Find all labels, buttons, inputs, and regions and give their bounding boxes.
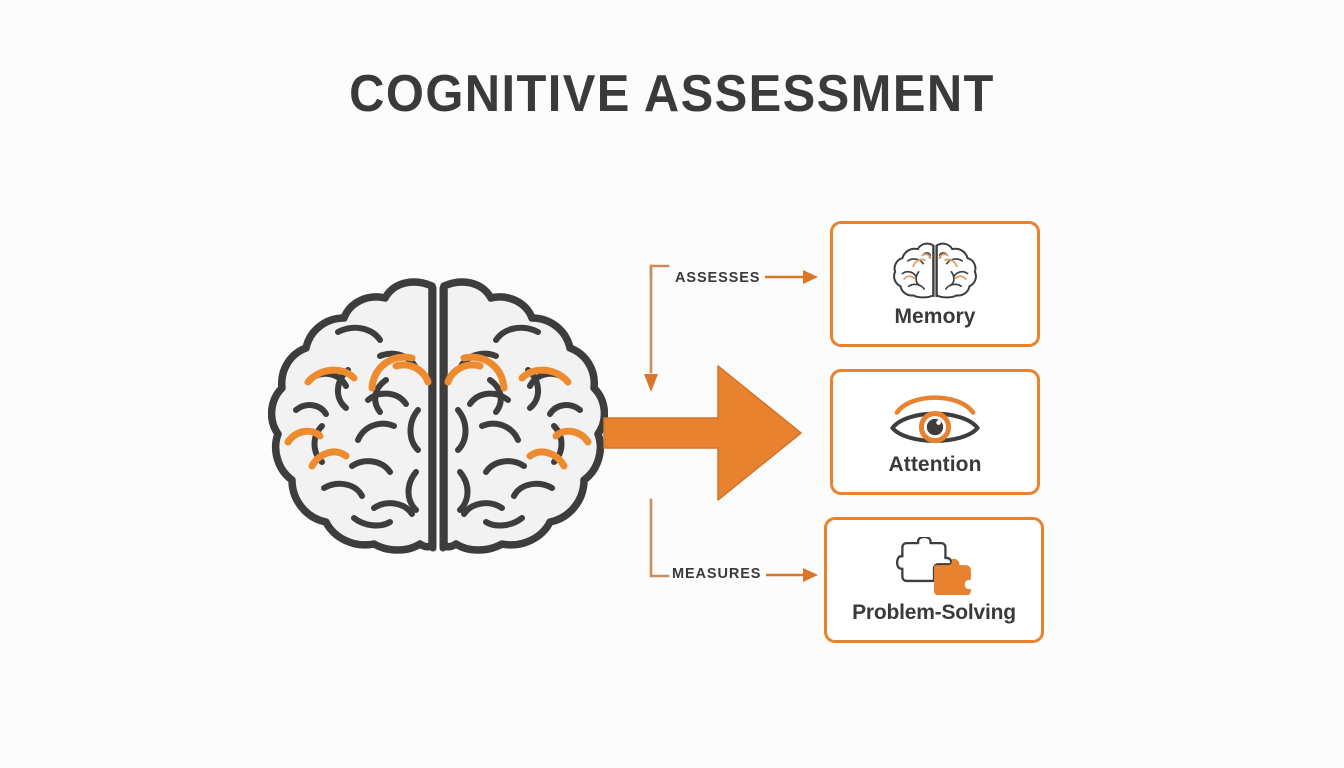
card-memory[interactable]: Memory (830, 221, 1040, 347)
brain-icon (893, 242, 977, 299)
eye-icon (890, 395, 980, 444)
brain-illustration (267, 270, 609, 555)
connector-assesses-elbow (649, 264, 670, 278)
card-label-problem-solving: Problem-Solving (852, 601, 1016, 624)
connector-label-assesses: ASSESSES (675, 270, 761, 286)
card-attention[interactable]: Attention (830, 369, 1040, 495)
card-problem-solving[interactable]: Problem-Solving (824, 517, 1044, 643)
connector-assesses-arrow (765, 270, 818, 284)
brain-icon (267, 278, 609, 554)
attention-card-icon (885, 389, 985, 447)
card-label-attention: Attention (888, 453, 982, 476)
problem-solving-card-icon (896, 537, 972, 595)
main-flow-arrow (600, 358, 805, 508)
puzzle-icon (896, 537, 971, 595)
memory-card-icon (893, 241, 977, 299)
connector-measures-arrow (766, 568, 818, 582)
connector-measures-elbow (649, 498, 670, 578)
connector-label-measures: MEASURES (672, 566, 762, 582)
arrow-right-icon (603, 365, 802, 501)
page-title: COGNITIVE ASSESSMENT (349, 65, 995, 123)
card-label-memory: Memory (894, 305, 976, 328)
